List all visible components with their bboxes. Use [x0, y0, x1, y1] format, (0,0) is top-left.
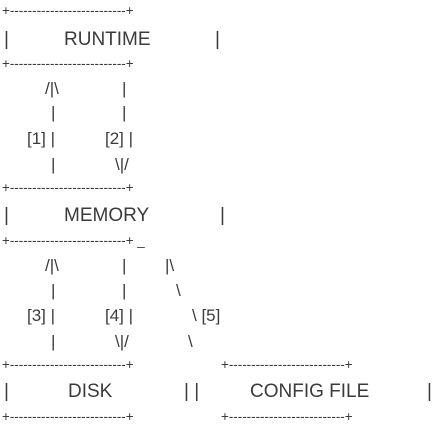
runtime-box-left-wall: | [4, 29, 9, 50]
disk-box-right-wall: | | [184, 381, 200, 402]
disk-box-bottom-border: +--------------------------+ [2, 409, 134, 424]
arrow-5-head: |\ [165, 256, 175, 275]
runtime-box-label: RUNTIME [64, 29, 151, 50]
disk-box-top-border: +--------------------------+ [2, 357, 134, 372]
arrow-3-head: /|\ [45, 256, 59, 275]
arrow-3-tail: | [51, 332, 56, 351]
memory-box-top-border: +--------------------------+ [2, 180, 134, 195]
memory-box-left-wall: | [4, 205, 9, 226]
arrow-5-label: \ [5] [192, 306, 221, 325]
arrow-1-shaft: | [51, 103, 56, 122]
arrow-3-label: [3] | [27, 306, 56, 325]
config-box-right-wall: | [427, 381, 432, 402]
arrow-5-segment-2: \ [188, 332, 193, 351]
arrow-2-head: \|/ [115, 155, 129, 174]
memory-box-right-wall: | [220, 205, 225, 226]
memory-box-bottom-border: +--------------------------+ _ [2, 233, 145, 248]
arrow-3-shaft: | [51, 281, 56, 300]
arrow-1-tail: | [51, 155, 56, 174]
arrow-2-shaft-mid: | [122, 103, 127, 122]
arrow-4-label: [4] | [105, 306, 134, 325]
arrow-4-shaft-mid: | [122, 281, 127, 300]
arrow-5-segment-1: \ [176, 281, 181, 300]
arrow-2-shaft-top: | [122, 79, 127, 98]
disk-box-left-wall: | [4, 381, 9, 402]
config-box-bottom-border: +--------------------------+ [221, 409, 353, 424]
arrow-2-label: [2] | [105, 129, 134, 148]
arrow-1-label: [1] | [27, 129, 56, 148]
memory-box-label: MEMORY [64, 205, 150, 226]
runtime-box-top-border: +--------------------------+ [2, 3, 134, 18]
runtime-box-right-wall: | [215, 29, 220, 50]
arrow-4-shaft-top: | [122, 256, 127, 275]
runtime-box-bottom-border: +--------------------------+ [2, 56, 134, 71]
config-box-label: CONFIG FILE [250, 381, 370, 402]
arrow-1-head: /|\ [45, 79, 59, 98]
config-box-top-border: +--------------------------+ [221, 357, 353, 372]
arrow-4-head: \|/ [115, 332, 129, 351]
disk-box-label: DISK [68, 381, 113, 402]
